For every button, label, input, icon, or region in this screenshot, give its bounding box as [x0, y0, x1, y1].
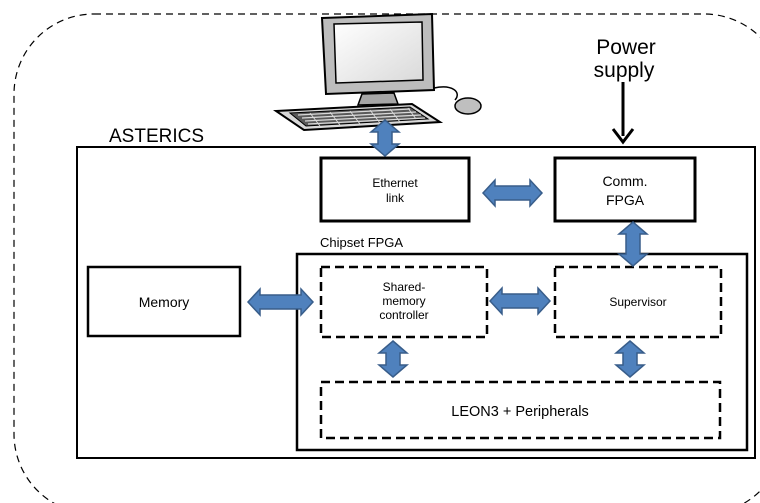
power-supply-label-line2: supply: [594, 59, 655, 82]
memory-label: Memory: [139, 294, 190, 310]
supervisor-label: Supervisor: [609, 295, 666, 309]
arrow-shared-memory-supervisor: [488, 286, 552, 316]
ethernet-link-block: [319, 156, 471, 223]
leon3-peripherals-block: [319, 380, 722, 440]
shared-memory-controller-block: [319, 265, 489, 339]
supervisor-block: [553, 265, 723, 339]
arrow-supervisor-leon3: [613, 340, 647, 378]
system-label: ASTERICS: [109, 126, 204, 147]
arrow-comm-fpga-supervisor: [616, 221, 650, 267]
shared-memory-controller-label-line1: Shared-: [383, 280, 426, 294]
arrow-ethernet-comm-fpga: [481, 178, 544, 208]
leon3-peripherals-label: LEON3 + Peripherals: [451, 404, 588, 420]
ethernet-link-label-line1: Ethernet: [372, 176, 418, 190]
chipset-fpga-block: [295, 252, 749, 452]
power-supply-label-line1: Power: [596, 36, 656, 59]
comm-fpga-block: [553, 156, 697, 223]
connection-arrows: [246, 119, 650, 378]
arrow-shared-memory-leon3: [376, 340, 410, 378]
asterics-board: [76, 146, 756, 459]
shared-memory-controller-label-line3: controller: [379, 308, 428, 322]
power-supply-arrow: [611, 82, 635, 145]
outer-boundary: [13, 13, 760, 503]
chipset-fpga-label: Chipset FPGA: [320, 235, 403, 250]
comm-fpga-label-line2: FPGA: [606, 192, 645, 208]
desktop-computer-icon: [272, 12, 482, 132]
comm-fpga-label-line1: Comm.: [602, 173, 647, 189]
memory-block: [86, 265, 242, 338]
shared-memory-controller-label-line2: memory: [382, 294, 425, 308]
arrow-computer-ethernet: [368, 119, 402, 157]
arrow-memory-shared-memory: [246, 287, 315, 317]
ethernet-link-label-line2: link: [386, 191, 405, 205]
